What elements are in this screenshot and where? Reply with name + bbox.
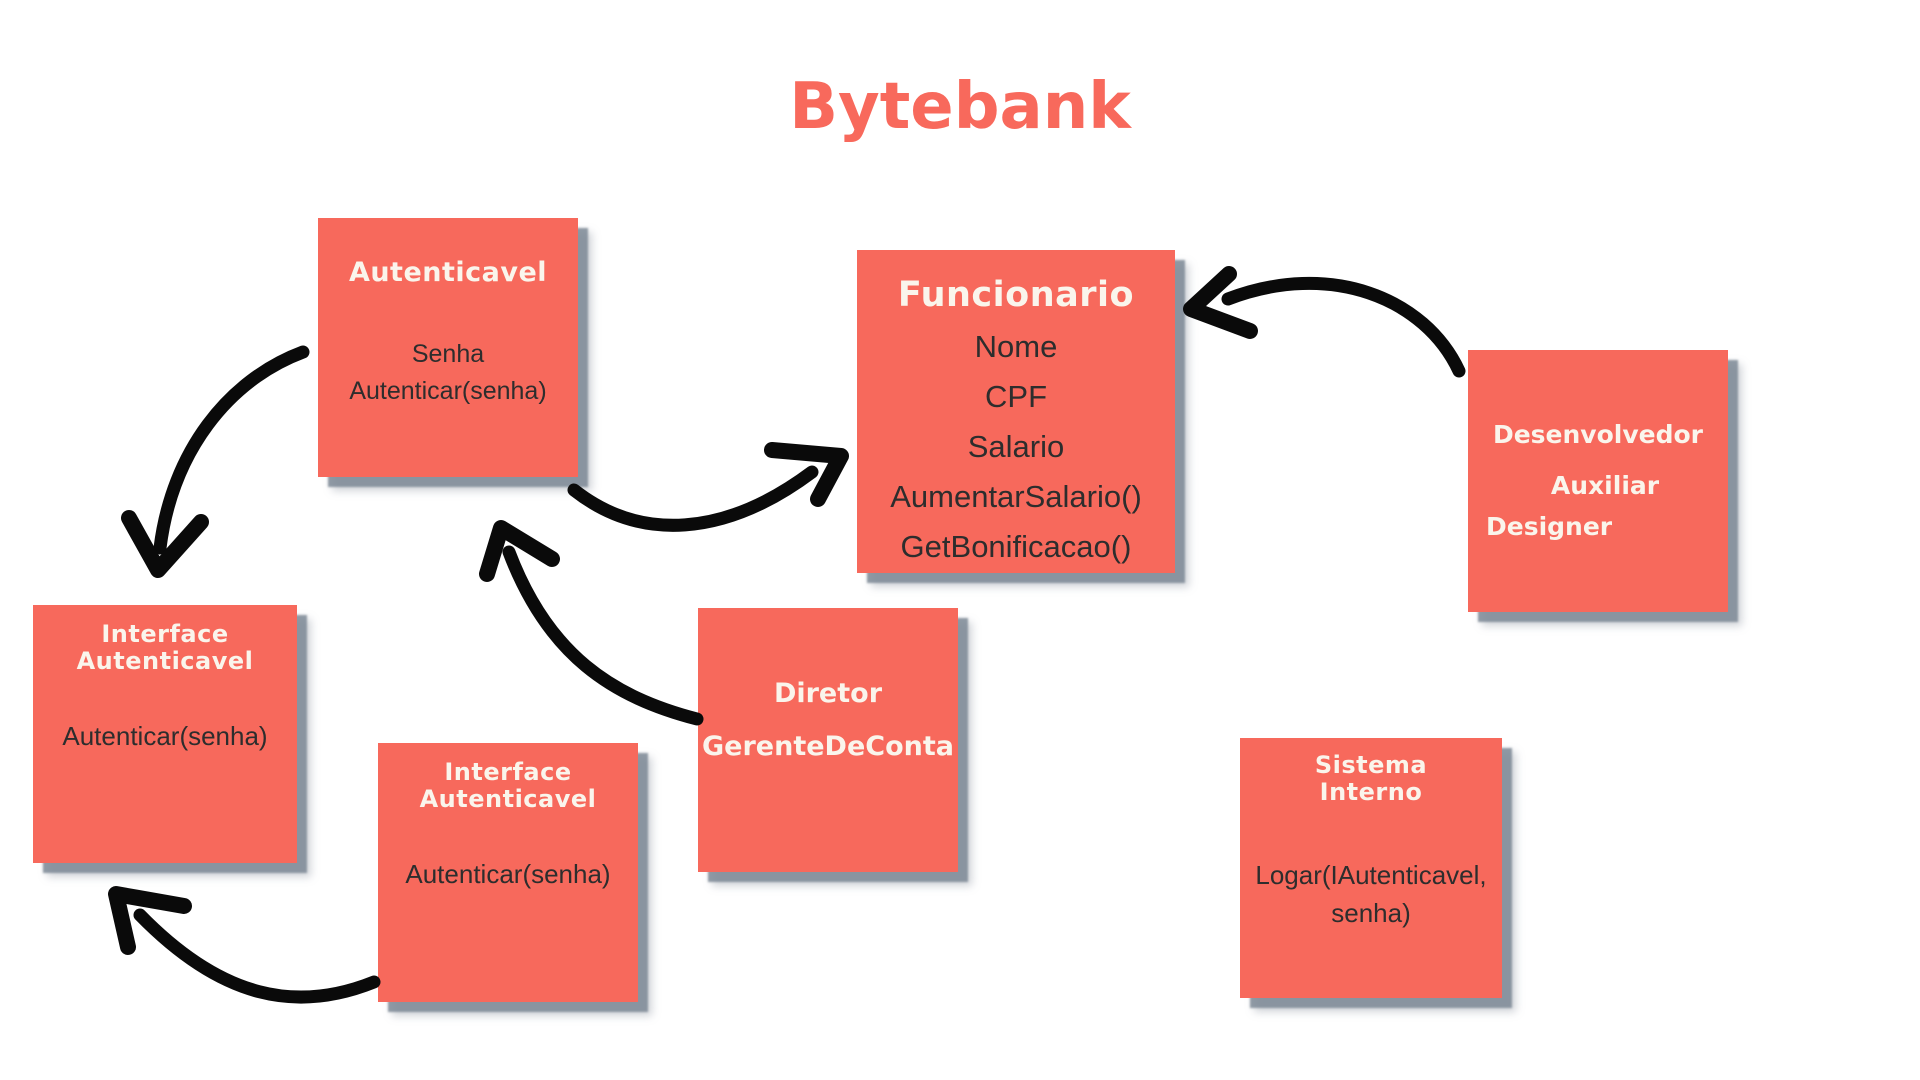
arrow-interface-bottom-to-interface-left-icon: [108, 886, 381, 1004]
arrow-shaft: [502, 545, 704, 726]
box-title-line: Designer: [1486, 512, 1613, 541]
class-box-interface-autenticavel-left: Interface Autenticavel Autenticar(senha): [33, 605, 297, 863]
arrow-head: [764, 442, 849, 507]
box-body-line: Autenticar(senha): [62, 721, 268, 751]
box-body-line: Nome: [974, 329, 1058, 364]
class-box-interface-autenticavel-bottom: Interface Autenticavel Autenticar(senha): [378, 743, 638, 1002]
class-box-autenticavel: Autenticavel Senha Autenticar(senha): [318, 218, 578, 477]
arrow-head: [121, 510, 209, 578]
box-body-line: Autenticar(senha): [405, 859, 611, 889]
box-body-line: Salario: [967, 429, 1065, 464]
arrow-shaft: [133, 908, 381, 1004]
arrow-shaft: [567, 465, 819, 532]
box-body-line: Senha: [411, 340, 485, 368]
box-title-line: Sistema: [1314, 751, 1428, 779]
box-title-line: Desenvolvedor: [1492, 420, 1704, 449]
arrow-head: [479, 520, 560, 582]
arrow-head: [108, 886, 192, 955]
box-title: Funcionario: [897, 275, 1135, 315]
arrow-shaft: [153, 345, 310, 555]
box-body-line: CPF: [985, 379, 1047, 414]
box-title-line: Interface: [101, 620, 229, 648]
arrow-autenticavel-to-interface-left-icon: [121, 345, 310, 578]
box-title-line: GerenteDeConta: [702, 731, 954, 762]
box-title-line: Interno: [1319, 778, 1423, 806]
box-body-line: AumentarSalario(): [890, 479, 1142, 514]
box-title-line: Autenticavel: [419, 785, 597, 813]
arrow-diretor-to-autenticavel-icon: [479, 520, 704, 726]
arrow-desenvolvedor-to-funcionario-icon: [1183, 266, 1466, 378]
box-body-line: senha): [1331, 898, 1411, 928]
page-title: Bytebank: [789, 70, 1131, 144]
class-box-sistema-interno: Sistema Interno Logar(IAutenticavel, sen…: [1240, 738, 1502, 998]
class-box-funcionario: Funcionario Nome CPF Salario AumentarSal…: [857, 250, 1175, 573]
box-title-line: Diretor: [773, 678, 883, 709]
arrow-shaft: [1221, 276, 1466, 378]
arrow-head: [1183, 266, 1258, 339]
box-body-line: Autenticar(senha): [349, 377, 547, 405]
box-title-line: Autenticavel: [76, 647, 254, 675]
box-title-line: Auxiliar: [1550, 471, 1660, 500]
class-box-diretor-gerentedeconta: Diretor GerenteDeConta: [698, 608, 958, 872]
class-box-desenvolvedor: Desenvolvedor Auxiliar Designer: [1468, 350, 1728, 612]
box-body-line: GetBonificacao(): [900, 529, 1132, 564]
box-title: Autenticavel: [348, 257, 548, 288]
arrow-autenticavel-to-funcionario-icon: [567, 442, 849, 532]
box-title-line: Interface: [444, 758, 572, 786]
box-body-line: Logar(IAutenticavel,: [1255, 860, 1487, 890]
